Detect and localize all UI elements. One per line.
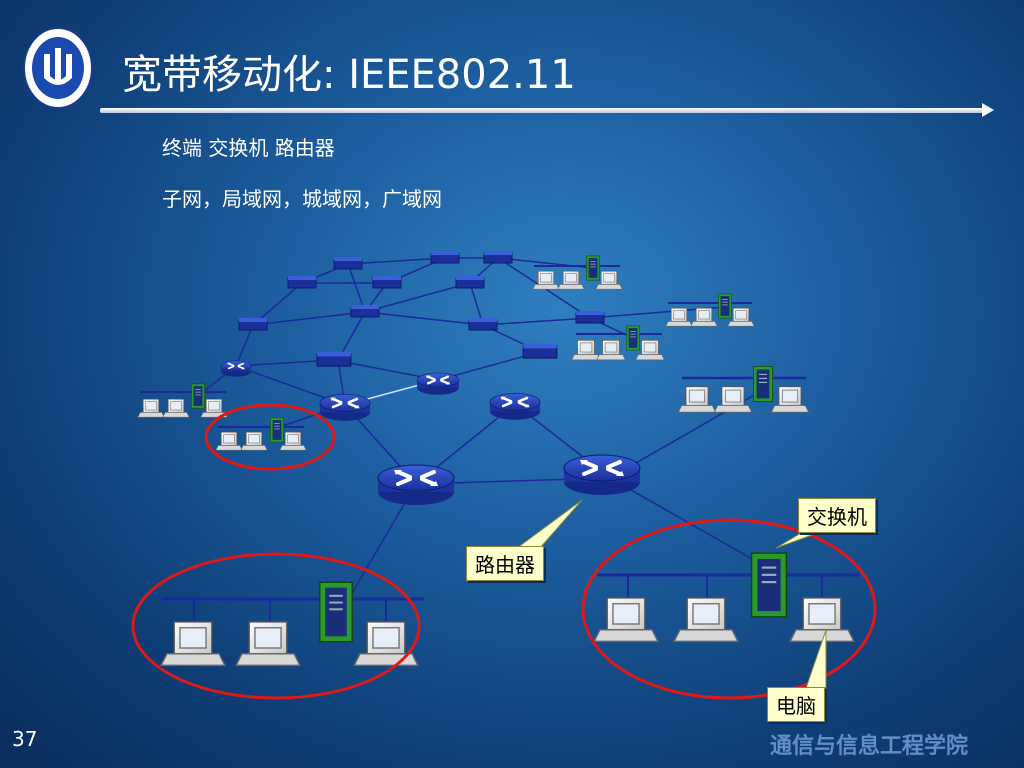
router-icon <box>376 463 456 507</box>
computer-icon <box>160 621 226 667</box>
underline-arrow-icon <box>982 103 994 117</box>
computer-icon <box>673 597 739 643</box>
lan-left <box>137 383 228 418</box>
computer-icon <box>235 621 301 667</box>
router-icon <box>488 392 542 422</box>
computer-icon <box>593 597 659 643</box>
footer-institution: 通信与信息工程学院 <box>770 733 969 759</box>
lan-top-right-1 <box>532 255 623 290</box>
lan-mid-right <box>571 325 665 361</box>
highlight-ellipses <box>131 403 877 700</box>
bullet-devices: 终端 交换机 路由器 <box>162 136 335 160</box>
page-number: 37 <box>12 727 38 751</box>
switch-icon <box>750 552 788 618</box>
router-icon <box>220 359 252 378</box>
university-logo-icon <box>23 27 93 109</box>
computer-icon <box>789 597 855 643</box>
lan-top-right-2 <box>665 293 755 327</box>
slide-title: 宽带移动化: IEEE802.11 <box>122 52 576 98</box>
lan-bottom-right <box>593 552 860 643</box>
bullet-networks: 子网，局域网，城域网，广域网 <box>162 187 442 211</box>
router-icon <box>562 453 642 497</box>
server-icon <box>318 581 354 643</box>
switch-callout: 交换机 <box>798 498 876 533</box>
computer-icon <box>353 621 419 667</box>
lan-bottom-left <box>160 581 424 667</box>
computer-callout: 电脑 <box>767 687 825 722</box>
lan-small-circled <box>215 417 307 451</box>
lan-right <box>677 365 810 413</box>
router-icon <box>416 371 460 396</box>
router-icon <box>318 393 372 423</box>
title-underline <box>100 108 988 113</box>
router-callout: 路由器 <box>466 546 544 581</box>
